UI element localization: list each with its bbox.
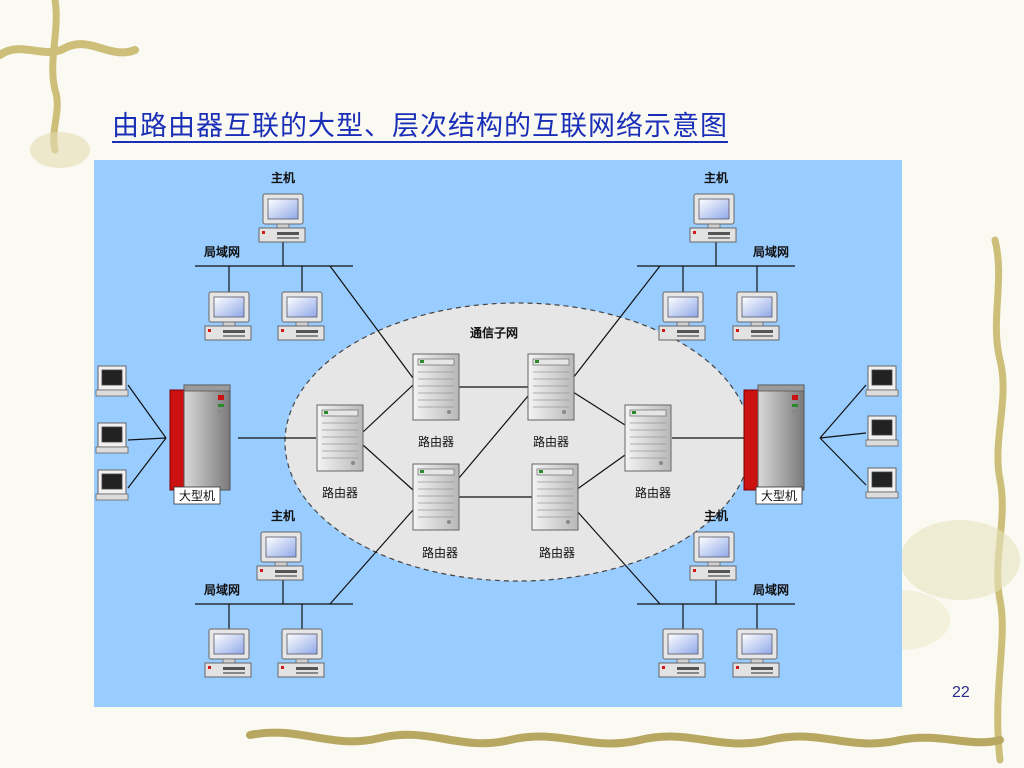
router-label: 路由器 [418, 434, 454, 449]
router-right: 路由器 [624, 404, 672, 500]
host-computer-icon [258, 193, 306, 243]
lan-label: 局域网 [753, 582, 789, 597]
workstation-icon [658, 628, 706, 678]
host-label: 主机 [704, 508, 728, 523]
terminal-icon [95, 469, 129, 501]
router-icon [316, 404, 364, 472]
mainframe-icon [169, 384, 231, 491]
workstation-icon [204, 291, 252, 341]
mainframe-label: 大型机 [761, 489, 797, 503]
workstation-icon [732, 291, 780, 341]
lan-top-left: 主机 局域网 [204, 170, 325, 341]
host-computer-icon [689, 193, 737, 243]
router-icon [412, 463, 460, 531]
subnet-label: 通信子网 [470, 325, 518, 340]
router-label: 路由器 [322, 485, 358, 500]
host-computer-icon [689, 531, 737, 581]
host-label: 主机 [271, 170, 295, 185]
router-icon [531, 463, 579, 531]
lan-label: 局域网 [753, 244, 789, 259]
router-upper-right: 路由器 [527, 353, 575, 449]
lan-label: 局域网 [204, 244, 240, 259]
router-label: 路由器 [422, 545, 458, 560]
mainframe-icon [743, 384, 805, 491]
terminal-icon [95, 422, 129, 454]
lan-bottom-left: 主机 局域网 [204, 508, 325, 678]
mainframe-label: 大型机 [179, 489, 215, 503]
lan-top-right: 主机 局域网 [658, 170, 789, 341]
workstation-icon [204, 628, 252, 678]
router-icon [624, 404, 672, 472]
host-label: 主机 [271, 508, 295, 523]
router-lower-right: 路由器 [531, 463, 579, 560]
network-diagram: 通信子网 路由器 路由器 路由器 路由器 路由器 路由器 大型机 大型机 [94, 160, 902, 707]
lan-label: 局域网 [204, 582, 240, 597]
connection-lines [127, 240, 867, 630]
mainframe-left: 大型机 [169, 384, 231, 505]
mainframe-right: 大型机 [743, 384, 805, 505]
router-label: 路由器 [539, 545, 575, 560]
workstation-icon [658, 291, 706, 341]
router-icon [412, 353, 460, 421]
router-upper-middle: 路由器 [412, 353, 460, 449]
terminal-icon [865, 365, 899, 397]
page-number: 22 [952, 684, 970, 701]
terminal-icon [95, 365, 129, 397]
workstation-icon [732, 628, 780, 678]
terminal-icon [865, 467, 899, 499]
workstation-icon [277, 291, 325, 341]
router-icon [527, 353, 575, 421]
lan-bottom-right: 主机 局域网 [658, 508, 789, 678]
router-left: 路由器 [316, 404, 364, 500]
slide-title: 由路由器互联的大型、层次结构的互联网络示意图 [112, 111, 728, 142]
router-label: 路由器 [635, 485, 671, 500]
host-label: 主机 [704, 170, 728, 185]
router-label: 路由器 [533, 434, 569, 449]
terminal-icon [865, 415, 899, 447]
router-lower-middle: 路由器 [412, 463, 460, 560]
host-computer-icon [256, 531, 304, 581]
workstation-icon [277, 628, 325, 678]
